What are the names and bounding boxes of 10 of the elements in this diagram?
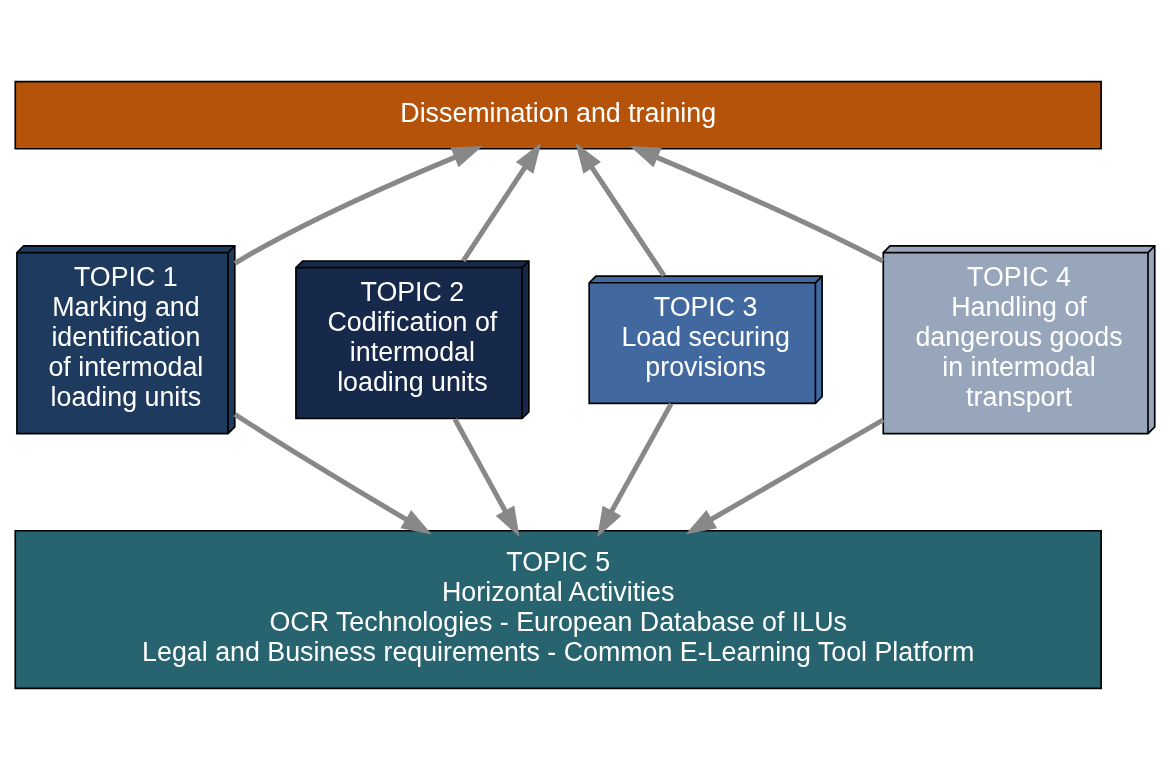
arrow <box>629 145 884 264</box>
arrow <box>575 142 667 278</box>
arrow <box>233 145 483 266</box>
arrow <box>233 412 432 535</box>
arrow <box>685 417 885 535</box>
node-box: Dissemination and training <box>14 80 1102 150</box>
node-box: TOPIC 5 Horizontal Activities OCR Technologies - European Database of ILUs Legal and Business requirements - Common E-Learning Tool Platform <box>14 529 1102 690</box>
arrow <box>597 402 674 538</box>
arrow <box>461 142 542 263</box>
arrow <box>452 418 520 538</box>
